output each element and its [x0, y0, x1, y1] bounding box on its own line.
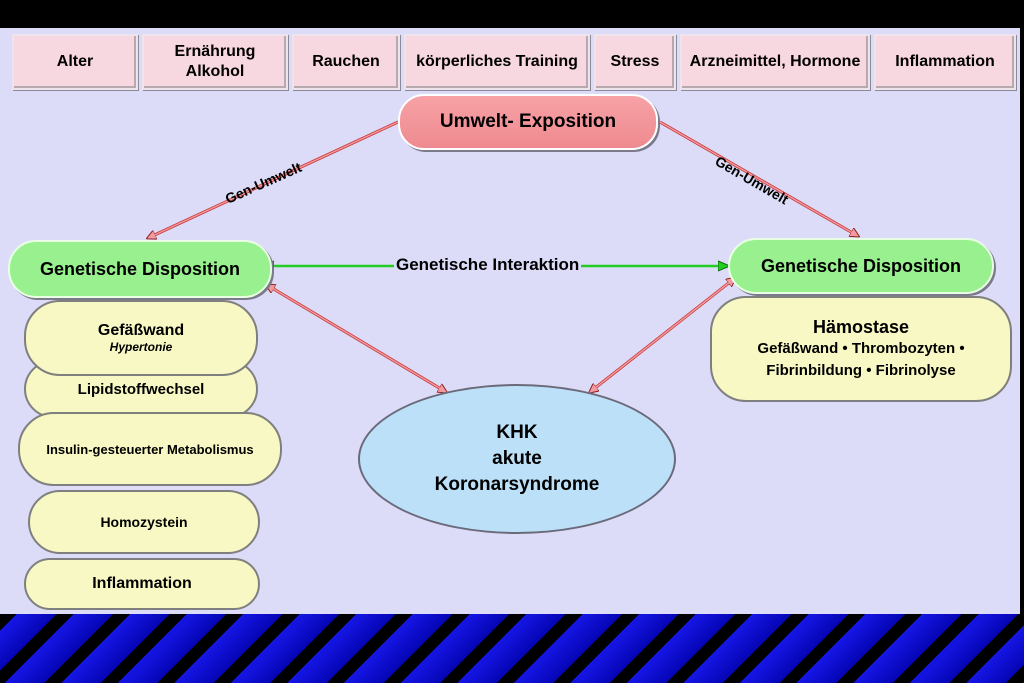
gefaesswand-node: Gefäßwand Hypertonie [24, 300, 258, 376]
striped-footer [0, 614, 1024, 683]
factor-stress: Stress [594, 34, 676, 90]
haemostase-title: Hämostase [812, 317, 910, 337]
inflammation-node: Inflammation [24, 558, 260, 610]
factor-inflammation: Inflammation [874, 34, 1016, 90]
khk-line3: Koronarsyndrome [434, 474, 600, 495]
hypertonie-subtitle: Hypertonie [109, 340, 173, 354]
khk-outcome-node: KHK akute Koronarsyndrome [358, 384, 676, 534]
haemostase-line1: Gefäßwand • Thrombozyten • [757, 340, 965, 357]
khk-line2: akute [492, 448, 542, 469]
top-bar [0, 0, 1024, 28]
haemostase-line2: Fibrinbildung • Fibrinolyse [766, 362, 956, 379]
factor-arzneimittel: Arzneimittel, Hormone [680, 34, 870, 90]
homozystein-node: Homozystein [28, 490, 260, 554]
umwelt-exposition-node: Umwelt- Exposition [398, 94, 658, 150]
factor-training: körperliches Training [404, 34, 590, 90]
homozystein-label: Homozystein [100, 514, 188, 530]
haemostase-node: Hämostase Gefäßwand • Thrombozyten • Fib… [710, 296, 1012, 402]
insulin-metabolismus-node: Insulin-gesteuerter Metabolismus [18, 412, 282, 486]
genetic-interaction-label: Genetische Interaktion [394, 255, 582, 275]
khk-line1: KHK [496, 422, 538, 443]
factor-ernaehrung: Ernährung Alkohol [142, 34, 288, 90]
factor-rauchen: Rauchen [292, 34, 400, 90]
genetic-disposition-right: Genetische Disposition [728, 238, 994, 294]
genetic-disposition-left: Genetische Disposition [8, 240, 272, 298]
gefaesswand-title: Gefäßwand [97, 322, 185, 339]
factor-alter: Alter [12, 34, 138, 90]
